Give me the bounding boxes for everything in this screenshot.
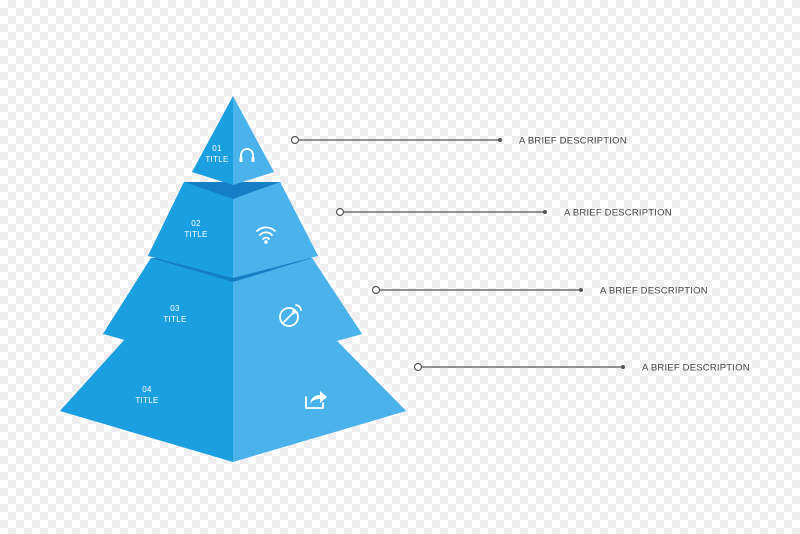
pyramid-tier-4: 04 TITLE (60, 337, 406, 462)
tier-1-title: TITLE (205, 155, 228, 164)
description-connector-4: A BRIEF DESCRIPTION (413, 363, 750, 374)
headphones-icon (239, 148, 255, 162)
pyramid-tier-3: 03 TITLE (103, 258, 362, 370)
tier-2-title: TITLE (184, 230, 207, 239)
tier-2-front-right (233, 182, 318, 278)
share-icon (305, 391, 327, 409)
description-connector-1: A BRIEF DESCRIPTION (290, 136, 627, 147)
description-connector-3: A BRIEF DESCRIPTION (371, 286, 708, 297)
description-text-4: A BRIEF DESCRIPTION (642, 363, 750, 374)
tier-1-front-right (233, 96, 274, 185)
tier-4-front-left (60, 337, 233, 462)
tier-4-title: TITLE (135, 396, 158, 405)
tier-1-front-left (192, 96, 233, 185)
pyramid-tier-2: 02 TITLE (148, 182, 318, 278)
pyramid-tier-1: 01 TITLE (192, 96, 274, 185)
description-text-3: A BRIEF DESCRIPTION (600, 286, 708, 297)
description-text-1: A BRIEF DESCRIPTION (519, 136, 627, 147)
tier-1-number: 01 (212, 144, 222, 153)
tier-2-number: 02 (191, 219, 201, 228)
description-connector-2: A BRIEF DESCRIPTION (335, 208, 672, 219)
tier-4-front-right (233, 337, 406, 462)
tier-2-front-left (148, 182, 233, 278)
tier-3-title: TITLE (163, 315, 186, 324)
tier-3-number: 03 (170, 304, 180, 313)
wifi-icon (256, 226, 276, 244)
tier-4-number: 04 (142, 385, 152, 394)
description-text-2: A BRIEF DESCRIPTION (564, 208, 672, 219)
tier-3-front-left (103, 258, 233, 370)
satellite-dish-icon (279, 304, 302, 327)
